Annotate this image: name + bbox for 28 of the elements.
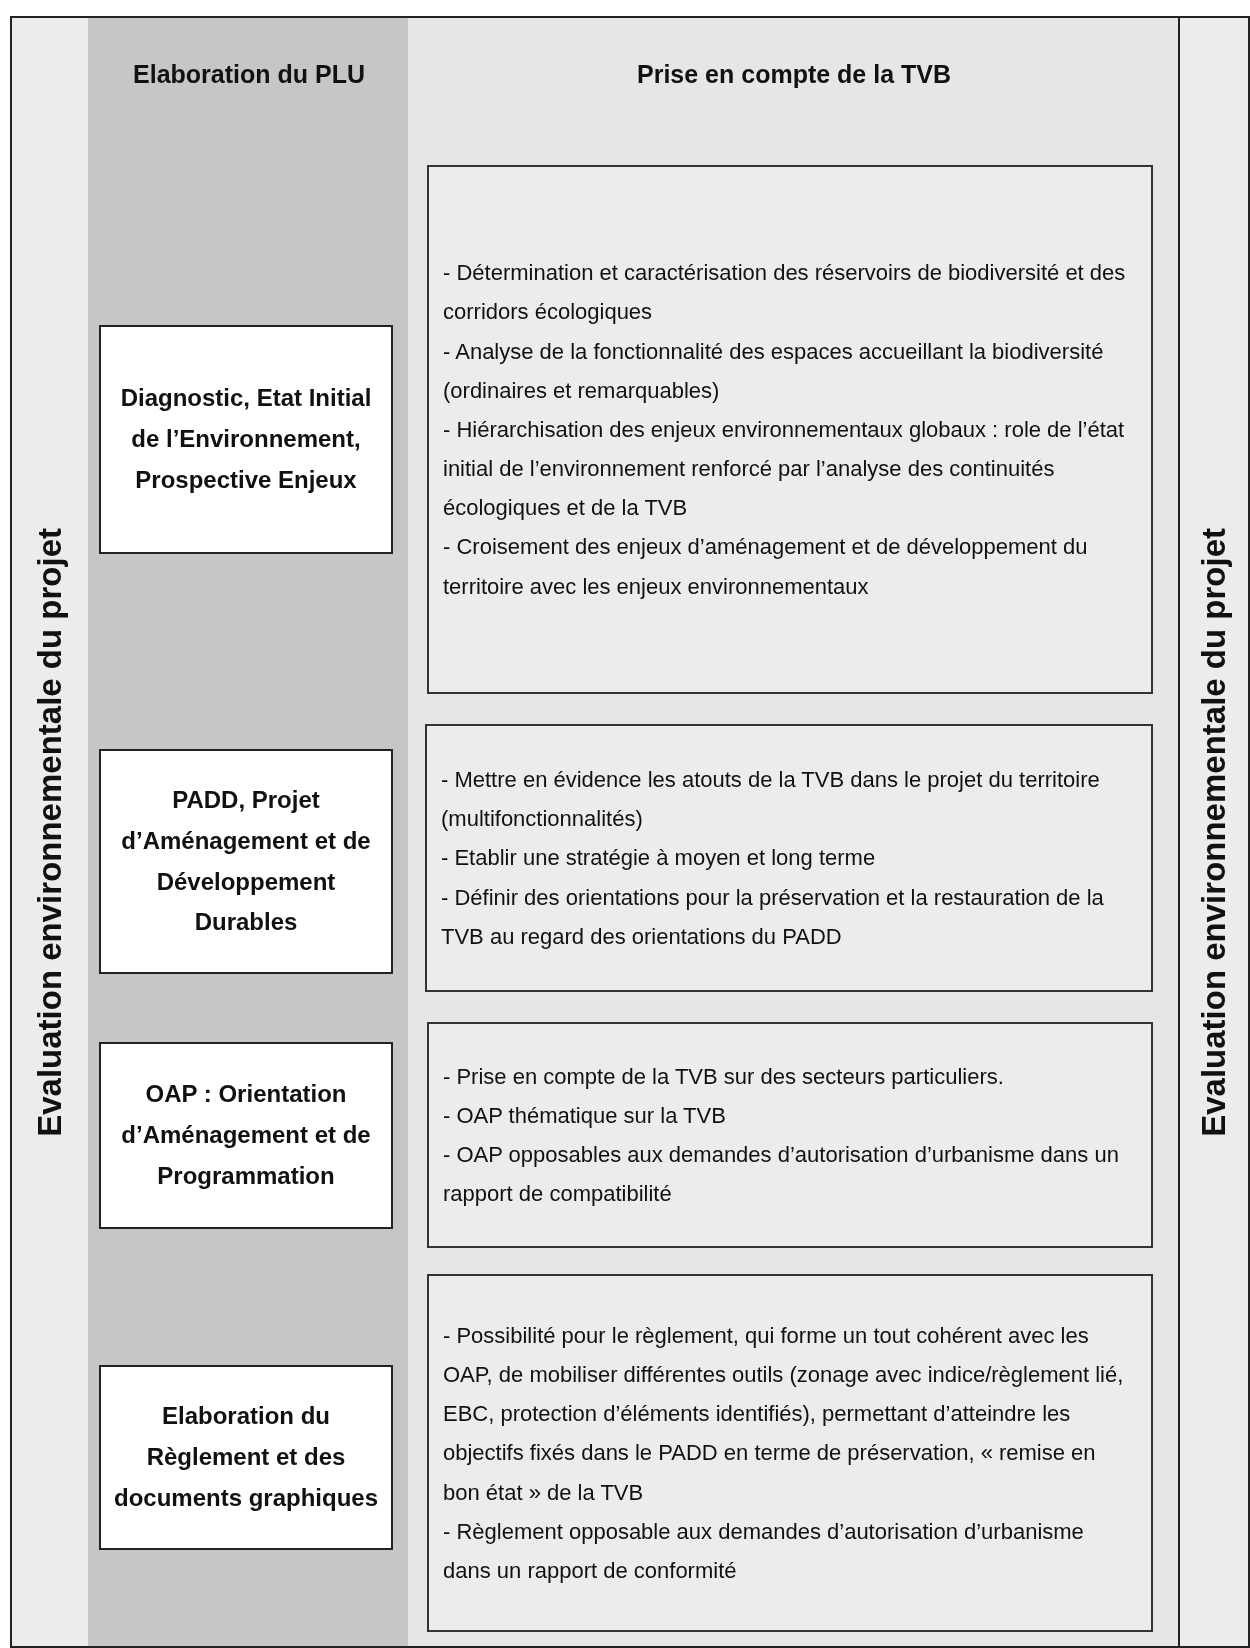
stage-box: Diagnostic, Etat Initial de l’Environnement, Prospective Enjeux xyxy=(99,325,393,554)
list-item: - Mettre en évidence les atouts de la TVB dans le projet du territoire (multifonctionnalités) xyxy=(441,766,1101,834)
text-box xyxy=(427,1022,1153,1248)
band-label: Evaluation environnementale du projet xyxy=(31,527,69,1137)
list-item: - Définir des orientations pour la préservation et la restauration de la TVB au regard des orientations du PADD xyxy=(441,883,1105,951)
column-heading: Prise en compte de la TVB xyxy=(636,60,952,89)
list-item: - Hiérarchisation des enjeux environnementaux globaux : role de l’état initial de l’environnement renforcé par l’analyse des continuités écologiques et de la TVB xyxy=(443,415,1126,523)
list-item: - Etablir une stratégie à moyen et long terme xyxy=(441,844,877,873)
list-item: - OAP opposables aux demandes d’autorisation d’urbanisme dans un rapport de compatibilité xyxy=(443,1141,1120,1209)
list-item: - Détermination et caractérisation des réservoirs de biodiversité et des corridors écologiques xyxy=(443,259,1127,327)
side-band xyxy=(10,16,90,1648)
text-box xyxy=(425,724,1153,992)
column-panel xyxy=(88,16,410,1648)
stage-box: PADD, Projet d’Aménagement et de Développement Durables xyxy=(99,749,393,974)
band-label: Evaluation environnementale du projet xyxy=(1195,527,1233,1137)
list-item: - Possibilité pour le règlement, qui forme un tout cohérent avec les OAP, de mobiliser différentes outils (zonage avec indice/règlement lié, EBC, protection d’éléments identifiés), permettant d’atteindre les objectifs fixés dans le PADD en terme de préservation, « remise en bon état » de la TVB xyxy=(443,1321,1125,1507)
column-heading: Elaboration du PLU xyxy=(132,60,366,89)
side-band xyxy=(1178,16,1250,1648)
stage-box: OAP : Orientation d’Aménagement et de Programmation xyxy=(99,1042,393,1229)
column-panel xyxy=(408,16,1180,1648)
stage-box: Elaboration du Règlement et des documents graphiques xyxy=(99,1365,393,1550)
list-item: - Règlement opposable aux demandes d’autorisation d’urbanisme dans un rapport de conformité xyxy=(443,1517,1085,1585)
list-item: - OAP thématique sur la TVB xyxy=(443,1101,727,1130)
list-item: - Croisement des enjeux d’aménagement et de développement du territoire avec les enjeux environnementaux xyxy=(443,533,1089,601)
text-box xyxy=(427,165,1153,694)
list-item: - Prise en compte de la TVB sur des secteurs particuliers. xyxy=(443,1062,1005,1091)
list-item: - Analyse de la fonctionnalité des espaces accueillant la biodiversité (ordinaires et remarquables) xyxy=(443,337,1105,405)
text-box xyxy=(427,1274,1153,1632)
